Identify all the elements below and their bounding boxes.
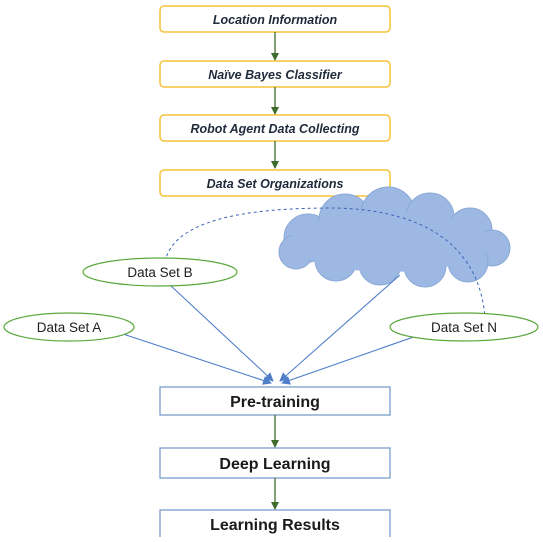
stage-pre-training: Pre-training <box>159 386 391 416</box>
stage-label: Deep Learning <box>219 456 330 473</box>
arrow-data-set-a-to-pretraining <box>104 327 272 385</box>
data-set-label: Data Set B <box>127 265 192 280</box>
stage-learning-results: Learning Results <box>159 509 391 541</box>
stage-label: Pre-training <box>230 394 320 411</box>
step-label: Naïve Bayes Classifier <box>208 68 343 82</box>
data-set-label: Data Set A <box>37 320 102 335</box>
data-set-a-node: Data Set A <box>3 312 135 342</box>
stage-deep-learning: Deep Learning <box>159 447 391 479</box>
step-label: Location Information <box>213 13 338 27</box>
step-robot-agent-data-collecting: Robot Agent Data Collecting <box>159 114 391 142</box>
step-data-set-organizations: Data Set Organizations <box>159 169 391 197</box>
cloud-shape <box>278 186 511 288</box>
dashed-connector-arc <box>164 207 486 319</box>
step-location-information: Location Information <box>159 5 391 33</box>
data-set-n-node: Data Set N <box>389 312 539 342</box>
step-label: Data Set Organizations <box>207 177 344 191</box>
step-naive-bayes-classifier: Naïve Bayes Classifier <box>159 60 391 88</box>
arrow-cloud-to-pretraining <box>279 274 401 382</box>
data-set-b-node: Data Set B <box>82 257 238 287</box>
arrow-data-set-b-to-pretraining <box>169 284 274 382</box>
stage-label: Learning Results <box>210 517 340 534</box>
step-label: Robot Agent Data Collecting <box>191 122 360 136</box>
data-set-label: Data Set N <box>431 320 497 335</box>
